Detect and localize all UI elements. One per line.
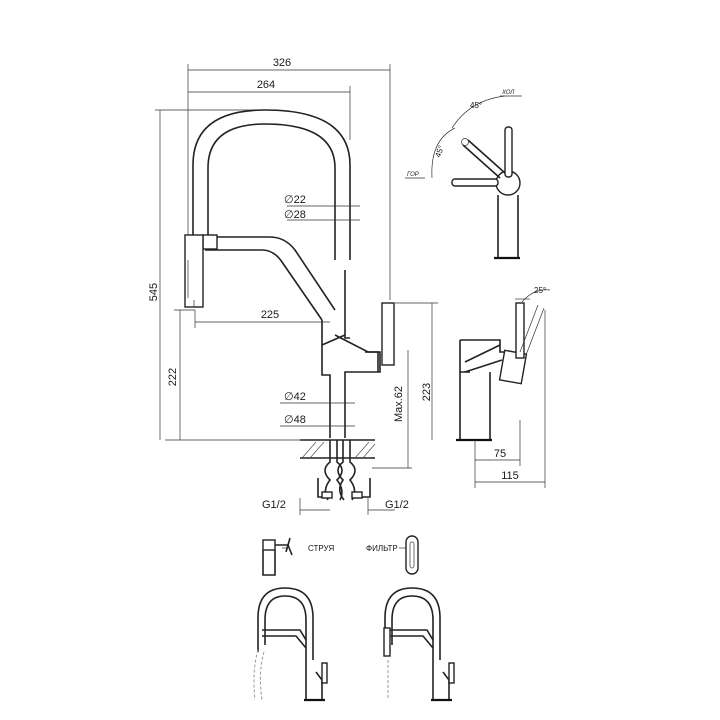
dim-spout-height-label: 222 xyxy=(167,368,179,386)
spray-head xyxy=(184,234,204,308)
dim-spout-height: 222 xyxy=(167,309,195,440)
hot-label: ГОР xyxy=(407,172,419,178)
dim-body-diameters: ∅42 ∅48 xyxy=(280,391,355,427)
filter-mode-label: ФИЛЬТР xyxy=(366,544,398,553)
dim-body-outer-label: ∅48 xyxy=(284,414,306,426)
dim-overall-reach: 326 xyxy=(187,57,391,300)
dim-side-outer-label: 115 xyxy=(501,470,519,482)
spout-arm xyxy=(202,234,336,321)
dim-spout-reach: 264 xyxy=(188,79,351,140)
usage-view-right xyxy=(383,587,455,702)
dim-body-inner-label: ∅42 xyxy=(284,391,306,403)
usage-view-left xyxy=(253,587,328,702)
faucet-body xyxy=(321,270,395,438)
dim-overall-reach-label: 326 xyxy=(273,57,291,69)
dim-spray-offset: 225 xyxy=(194,309,330,328)
angle-lever-label: 25° xyxy=(534,286,546,295)
side-view: 25° 75 115 xyxy=(456,286,551,488)
jet-mode-label: СТРУЯ xyxy=(308,544,334,553)
dim-side-inner-label: 75 xyxy=(494,448,506,460)
dim-body-height-label: 223 xyxy=(421,383,433,401)
cold-label: ХОЛ xyxy=(501,90,515,96)
dim-spout-reach-label: 264 xyxy=(257,79,275,91)
main-faucet-view: 326 264 545 ∅22 ∅28 xyxy=(148,57,438,515)
thread-left-label: G1/2 xyxy=(262,499,286,511)
dim-body-height: 223 Max.62 xyxy=(393,302,438,468)
dim-total-height-label: 545 xyxy=(148,283,160,301)
thread-right-label: G1/2 xyxy=(385,499,409,511)
angle-cold-label: 45° xyxy=(470,101,482,110)
dim-threads: G1/2 G1/2 xyxy=(262,498,409,515)
dim-hose-outer-label: ∅28 xyxy=(284,209,306,221)
top-view-angles: 45° 45° ХОЛ ГОР xyxy=(405,90,522,260)
angle-hot-label: 45° xyxy=(433,144,446,158)
dim-max-deck-label: Max.62 xyxy=(393,386,405,422)
hose-arch xyxy=(192,109,351,260)
dim-hose-inner-label: ∅22 xyxy=(284,194,306,206)
filter-mode-icon: ФИЛЬТР xyxy=(366,535,419,575)
dim-spray-offset-label: 225 xyxy=(261,309,279,321)
jet-mode-icon: СТРУЯ xyxy=(262,537,334,576)
dim-hose-diameters: ∅22 ∅28 xyxy=(284,194,360,221)
countertop xyxy=(165,439,412,469)
supply-hoses xyxy=(317,440,371,501)
